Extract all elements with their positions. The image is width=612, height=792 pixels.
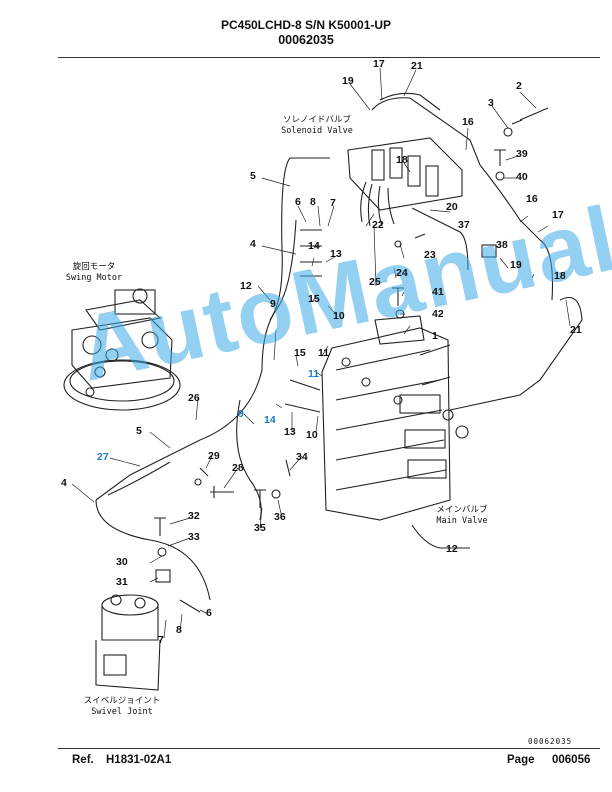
callout-8: 8 — [176, 624, 182, 636]
callout-13: 13 — [284, 426, 296, 438]
ref-value: H1831-02A1 — [106, 754, 172, 766]
callout-17: 17 — [552, 209, 564, 221]
callout-18: 18 — [396, 154, 408, 166]
callout-21: 21 — [411, 60, 423, 72]
hose-lines — [95, 92, 583, 613]
swivel-joint-caption-jp: スイベルジョイント — [83, 696, 161, 706]
callout-17: 17 — [373, 58, 385, 70]
page-title: PC450LCHD-8 S/N K50001-UP — [220, 18, 392, 32]
callout-6: 6 — [206, 607, 212, 619]
callout-18: 18 — [554, 270, 566, 282]
ref-label: Ref. — [72, 754, 94, 766]
swing-motor-drawing — [63, 288, 181, 411]
swivel-joint-drawing — [95, 594, 161, 691]
callout-16: 16 — [462, 116, 474, 128]
callout-7: 7 — [158, 634, 164, 646]
callout-29: 29 — [208, 450, 220, 462]
swivel-joint-caption: スイベルジョイント Swivel Joint — [58, 696, 186, 718]
callout-42: 42 — [432, 308, 444, 320]
callout-41: 41 — [432, 286, 444, 298]
callout-16: 16 — [526, 193, 538, 205]
solenoid-valve-caption-en: Solenoid Valve — [281, 126, 353, 136]
swing-motor-caption-en: Swing Motor — [65, 273, 123, 283]
callout-15: 15 — [308, 293, 320, 305]
swing-motor-caption: 旋回モータ Swing Motor — [48, 262, 140, 284]
diagram-number: 00062035 — [278, 33, 334, 47]
callout-21: 21 — [570, 324, 582, 336]
callout-30: 30 — [116, 556, 128, 568]
solenoid-valve-drawing — [347, 137, 463, 227]
callout-23: 23 — [424, 249, 436, 261]
callout-20: 20 — [446, 201, 458, 213]
callout-39: 39 — [516, 148, 528, 160]
main-valve-caption: メインバルブ Main Valve — [420, 505, 504, 527]
callout-38: 38 — [496, 239, 508, 251]
callout-14: 14 — [264, 414, 276, 426]
leader-lines — [71, 67, 571, 639]
callout-33: 33 — [188, 531, 200, 543]
callout-34: 34 — [296, 451, 308, 463]
callout-27: 27 — [97, 451, 109, 463]
callout-8: 8 — [310, 196, 316, 208]
callout-26: 26 — [188, 392, 200, 404]
footer-divider — [58, 748, 600, 749]
solenoid-valve-caption: ソレノイドバルブ Solenoid Valve — [262, 115, 372, 137]
main-valve-drawing — [321, 327, 469, 521]
callout-40: 40 — [516, 171, 528, 183]
callout-10: 10 — [306, 429, 318, 441]
main-valve-caption-jp: メインバルブ — [436, 505, 488, 515]
callout-3: 3 — [488, 97, 494, 109]
callout-25: 25 — [369, 276, 381, 288]
swivel-joint-caption-en: Swivel Joint — [91, 707, 153, 717]
swing-motor-caption-jp: 旋回モータ — [72, 262, 116, 272]
callout-11: 11 — [308, 368, 320, 380]
callout-28: 28 — [232, 462, 244, 474]
callout-9: 9 — [238, 408, 244, 420]
callout-1: 1 — [432, 330, 438, 342]
callout-19: 19 — [510, 259, 522, 271]
main-valve-caption-en: Main Valve — [436, 516, 488, 526]
callout-9: 9 — [270, 298, 276, 310]
callout-10: 10 — [333, 310, 345, 322]
callout-13: 13 — [330, 248, 342, 260]
callout-12: 12 — [446, 543, 458, 555]
page-label: Page — [507, 754, 535, 766]
diagram-code: 00062035 — [528, 737, 573, 746]
callout-4: 4 — [61, 477, 67, 489]
page-number: 006056 — [552, 754, 591, 766]
header-divider — [58, 57, 600, 58]
callout-24: 24 — [396, 267, 408, 279]
callout-36: 36 — [274, 511, 286, 523]
fastener-drawings — [154, 107, 549, 583]
callout-14: 14 — [308, 240, 320, 252]
callout-15: 15 — [294, 347, 306, 359]
callout-22: 22 — [372, 219, 384, 231]
callout-35: 35 — [254, 522, 266, 534]
callout-6: 6 — [295, 196, 301, 208]
callout-32: 32 — [188, 510, 200, 522]
callout-2: 2 — [516, 80, 522, 92]
callout-37: 37 — [458, 219, 470, 231]
callout-19: 19 — [342, 75, 354, 87]
solenoid-valve-caption-jp: ソレノイドバルブ — [282, 115, 351, 125]
callout-5: 5 — [136, 425, 142, 437]
callout-4: 4 — [250, 238, 256, 250]
callout-5: 5 — [250, 170, 256, 182]
callout-11: 11 — [318, 347, 330, 359]
callout-7: 7 — [330, 197, 336, 209]
callout-31: 31 — [116, 576, 128, 588]
callout-12: 12 — [240, 280, 252, 292]
